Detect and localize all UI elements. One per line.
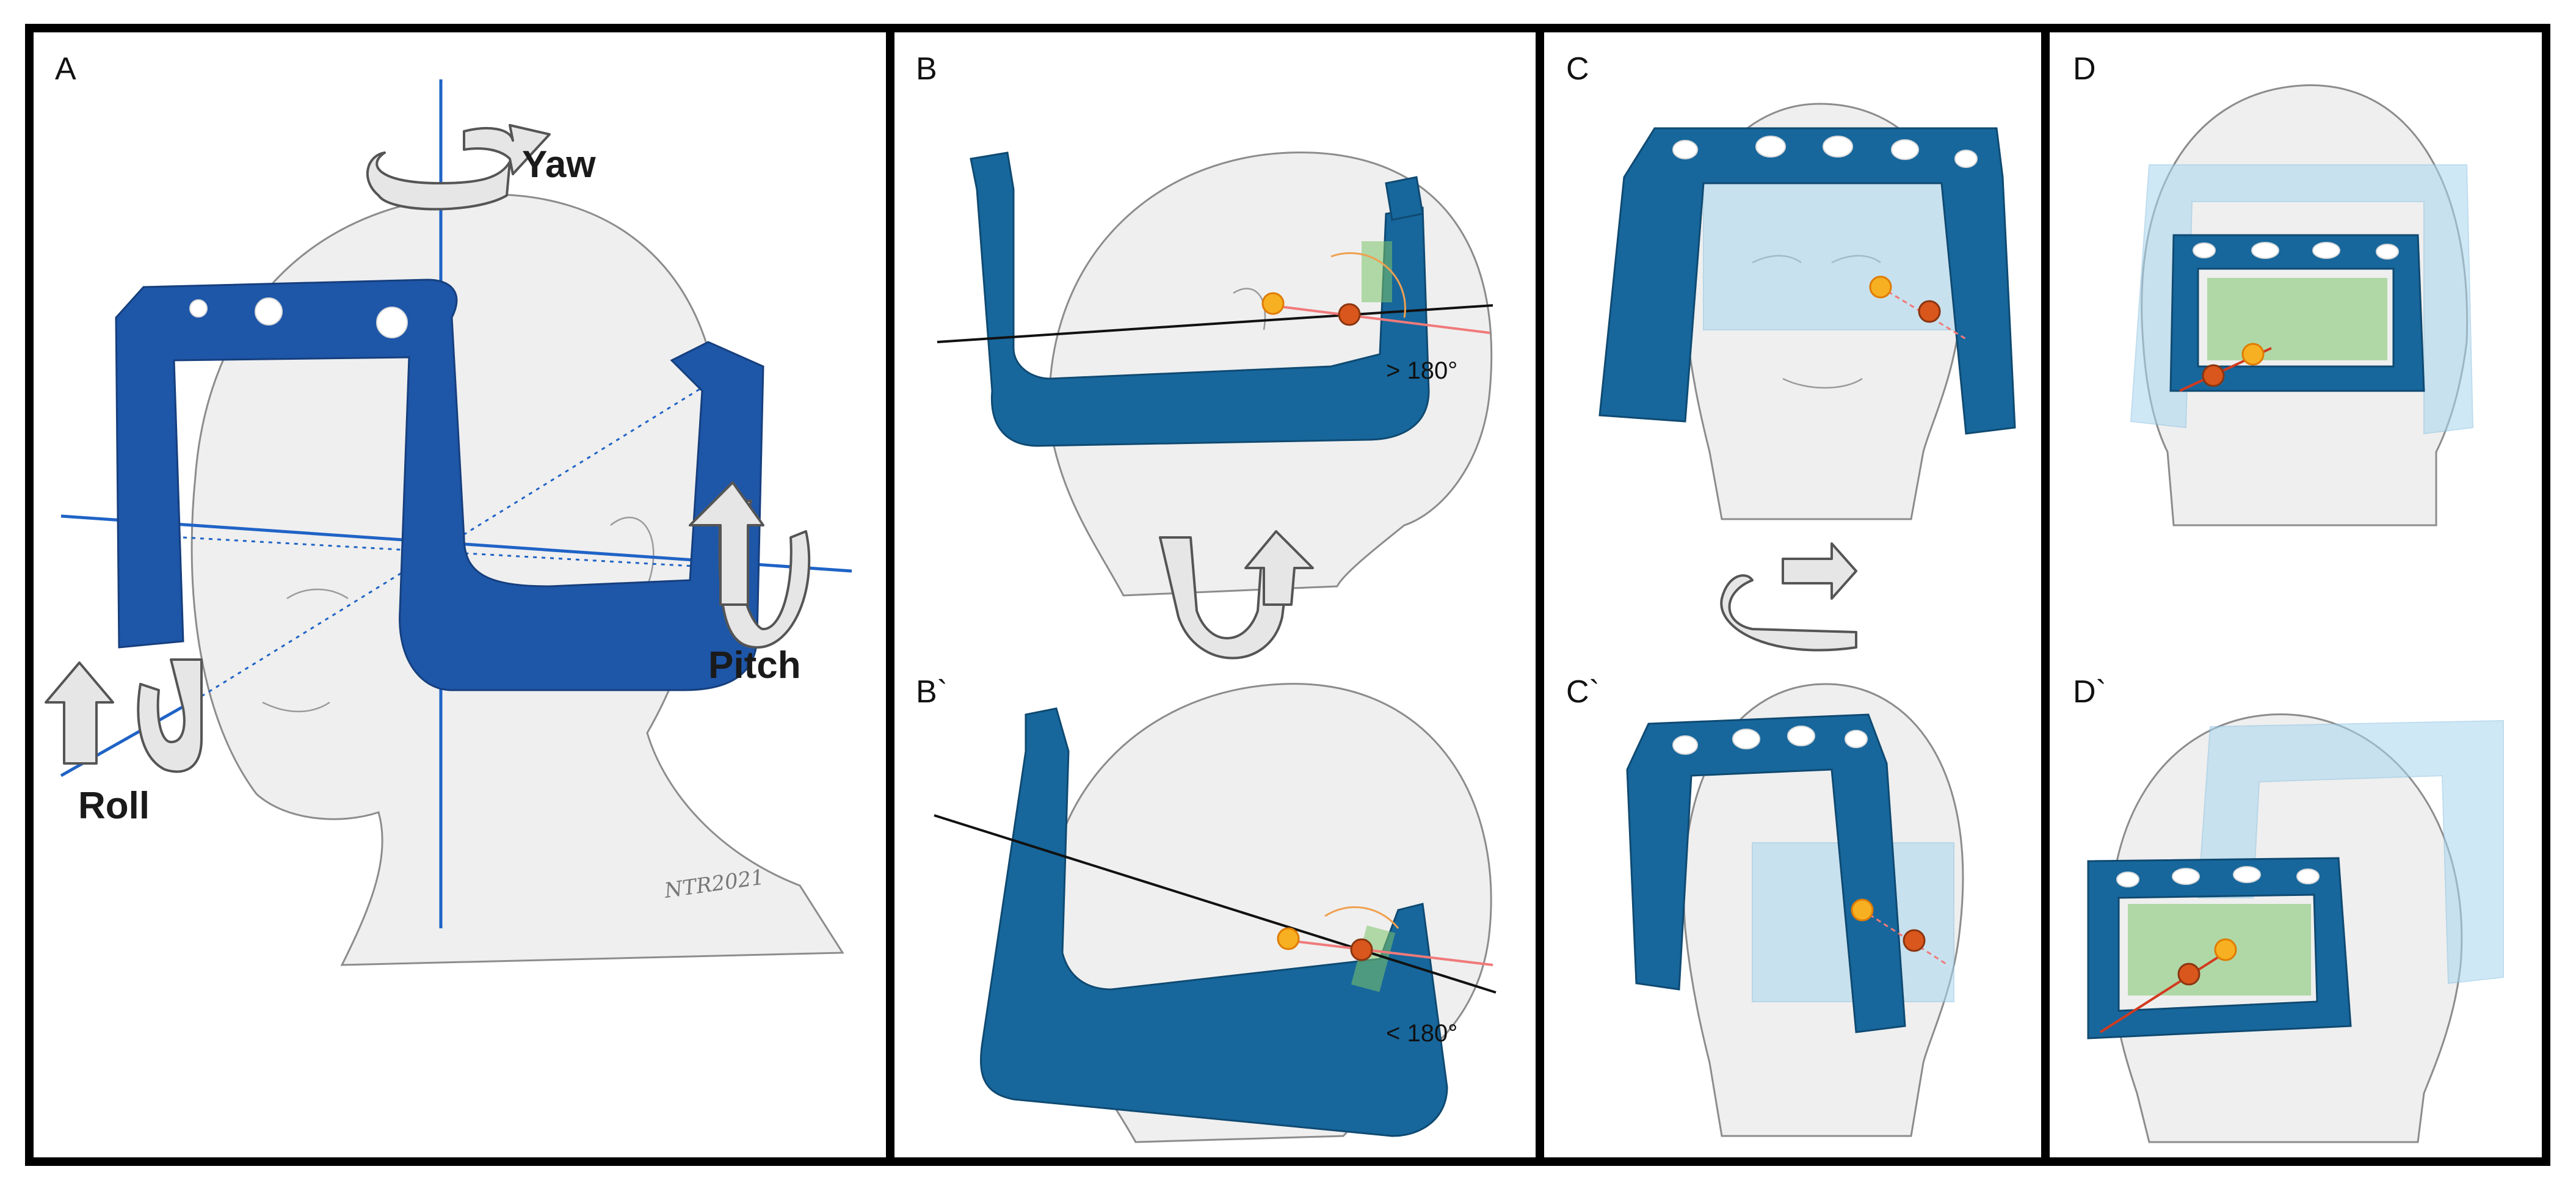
pin-icon bbox=[2241, 343, 2265, 366]
pin-icon bbox=[1851, 898, 1874, 922]
pin-icon bbox=[2202, 364, 2225, 387]
frame-icon bbox=[980, 707, 1448, 1137]
pin-icon bbox=[1918, 300, 1941, 323]
pin-icon bbox=[1869, 275, 1892, 299]
plate-green bbox=[1351, 925, 1396, 992]
panel-a-letter: A bbox=[55, 51, 76, 87]
yaw-arrow bbox=[366, 124, 551, 211]
panel-c: C C` bbox=[1536, 24, 2050, 1166]
angle-line bbox=[1269, 304, 1490, 334]
frame-icon bbox=[1598, 127, 2016, 435]
panel-c-prime-letter: C` bbox=[1566, 674, 1600, 710]
frame-icon bbox=[115, 278, 764, 691]
panel-b-prime-letter: B` bbox=[916, 674, 948, 710]
angle-arc bbox=[1330, 252, 1406, 318]
angle-arc bbox=[1324, 906, 1399, 929]
panel-a: A Yaw bbox=[25, 24, 894, 1166]
angle-less-label: < 180° bbox=[1386, 1020, 1457, 1047]
pin-icon bbox=[2177, 963, 2200, 986]
plate-green bbox=[1362, 241, 1392, 302]
rotation-arrow-icon bbox=[137, 658, 203, 773]
rotation-arrow-icon bbox=[366, 151, 511, 211]
rotation-arrow-icon bbox=[1720, 542, 1857, 652]
panel-c-letter: C bbox=[1566, 51, 1589, 87]
pin-icon bbox=[1903, 929, 1926, 952]
pitch-label: Pitch bbox=[708, 644, 801, 686]
frame-icon bbox=[2169, 234, 2425, 392]
panel-d-letter: D bbox=[2073, 51, 2096, 87]
rotation-arrow-icon bbox=[1159, 530, 1314, 660]
panel-d: D D` bbox=[2041, 24, 2550, 1166]
pin-icon bbox=[2214, 938, 2237, 961]
pitch-arrow bbox=[689, 481, 811, 649]
roll-label: Roll bbox=[78, 785, 150, 827]
roll-arrow bbox=[45, 658, 203, 773]
rotation-arrow-icon bbox=[718, 500, 811, 649]
yaw-label: Yaw bbox=[522, 144, 596, 186]
frame-icon bbox=[1626, 713, 1906, 1033]
frame-ghost bbox=[2130, 164, 2474, 435]
angle-line bbox=[2099, 945, 2236, 1033]
pin-icon bbox=[1350, 938, 1373, 961]
frame-ghost bbox=[2197, 719, 2504, 985]
panel-b: B B` > 180° bbox=[886, 24, 1544, 1166]
angle-line bbox=[1288, 939, 1493, 966]
pin-icon bbox=[1261, 292, 1285, 315]
reference-line bbox=[937, 304, 1493, 343]
reference-line bbox=[934, 814, 1497, 994]
frame-icon bbox=[2087, 857, 2352, 1039]
panel-b-letter: B bbox=[916, 51, 937, 87]
pin-icon bbox=[1338, 303, 1361, 326]
panel-d-prime-letter: D` bbox=[2073, 674, 2106, 710]
frame-icon bbox=[970, 151, 1430, 447]
angle-greater-label: > 180° bbox=[1386, 357, 1457, 384]
pin-icon bbox=[1277, 927, 1300, 950]
plate-green bbox=[2207, 278, 2387, 360]
